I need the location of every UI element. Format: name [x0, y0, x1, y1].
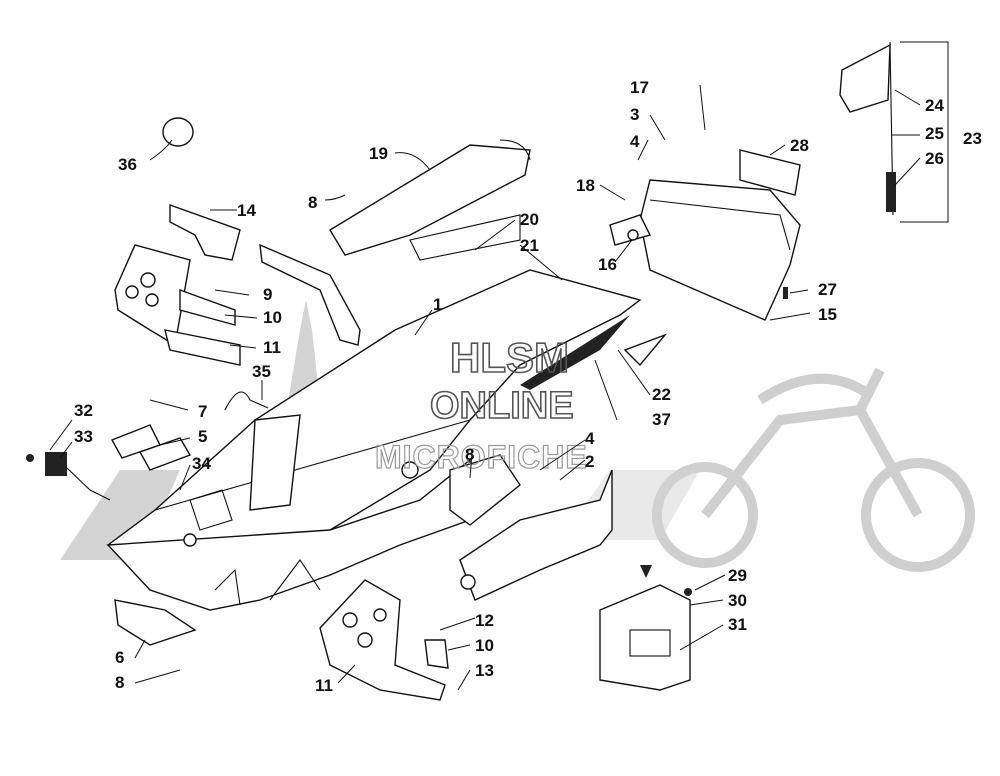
watermark-line1: HLSM: [450, 334, 569, 381]
callout-8a: 8: [308, 193, 317, 212]
watermark-line3: MICROFICHE: [375, 439, 588, 475]
skid-plate-part-11b: [319, 579, 446, 701]
callout-35: 35: [252, 362, 271, 381]
watermark-text: HLSM ONLINE MICROFICHE: [374, 333, 588, 475]
callout-17: 17: [630, 78, 649, 97]
callout-31: 31: [728, 615, 747, 634]
callout-11b: 11: [315, 676, 333, 695]
rear-bumper-part-15: [609, 149, 801, 321]
callout-26: 26: [925, 149, 944, 168]
leader-lines: [49, 84, 921, 691]
callout-10a: 10: [263, 308, 282, 327]
brace-part-14: [169, 204, 361, 346]
skid-plate-part-11: [114, 244, 191, 347]
strip-part-37: [520, 315, 630, 390]
callout-labels: 1 2 3 4 4 5 6 7 8 8 8 9 10 10 11 11 12 1…: [74, 78, 982, 695]
callout-20: 20: [520, 210, 539, 229]
plate-part-10: [179, 289, 236, 326]
callout-8c: 8: [115, 673, 124, 692]
side-rail-part-2: [459, 469, 613, 601]
callout-11a: 11: [263, 338, 281, 357]
callout-18: 18: [576, 176, 595, 195]
callout-33: 33: [74, 427, 93, 446]
callout-14: 14: [237, 201, 256, 220]
decal-part-22: [623, 333, 668, 367]
callout-34: 34: [192, 454, 211, 473]
side-cover-part-31: [599, 565, 692, 691]
cable-part-35: [224, 391, 269, 411]
callout-37: 37: [652, 410, 671, 429]
callout-1: 1: [433, 295, 442, 314]
bracket-part-5: [111, 424, 192, 471]
callout-2: 2: [585, 452, 594, 471]
callout-21: 21: [520, 236, 539, 255]
callout-10b: 10: [475, 636, 494, 655]
callout-28: 28: [790, 136, 809, 155]
callout-23: 23: [963, 129, 982, 148]
callout-27: 27: [818, 280, 837, 299]
callout-5: 5: [198, 427, 207, 446]
callout-4b: 4: [585, 429, 595, 448]
callout-9: 9: [263, 285, 272, 304]
plate-part-11b: [164, 329, 241, 366]
watermark-line2: ONLINE: [430, 385, 574, 427]
callout-24: 24: [925, 96, 944, 115]
flag-part-24: [839, 41, 896, 216]
callout-32: 32: [74, 401, 93, 420]
callout-8b: 8: [465, 445, 474, 464]
callout-30: 30: [728, 591, 747, 610]
callout-4a: 4: [630, 132, 640, 151]
bracket-part-6: [114, 599, 197, 646]
callout-12: 12: [475, 611, 494, 630]
callout-6: 6: [115, 648, 124, 667]
callout-16: 16: [598, 255, 617, 274]
plate-part-10b: [424, 639, 449, 669]
callout-19: 19: [369, 144, 388, 163]
tunnel-part-1: [106, 269, 642, 611]
clamp-part-36: [162, 117, 194, 147]
plate-part-8: [449, 454, 521, 526]
callout-22: 22: [652, 385, 671, 404]
panel-part-19: [329, 139, 531, 261]
connector-part-33: [26, 452, 111, 501]
callout-36: 36: [118, 155, 137, 174]
callout-3: 3: [630, 105, 639, 124]
callout-15: 15: [818, 305, 837, 324]
callout-25: 25: [925, 124, 944, 143]
callout-13: 13: [475, 661, 494, 680]
bracket-part-23: [900, 41, 949, 223]
callout-7: 7: [198, 402, 207, 421]
callout-29: 29: [728, 566, 747, 585]
